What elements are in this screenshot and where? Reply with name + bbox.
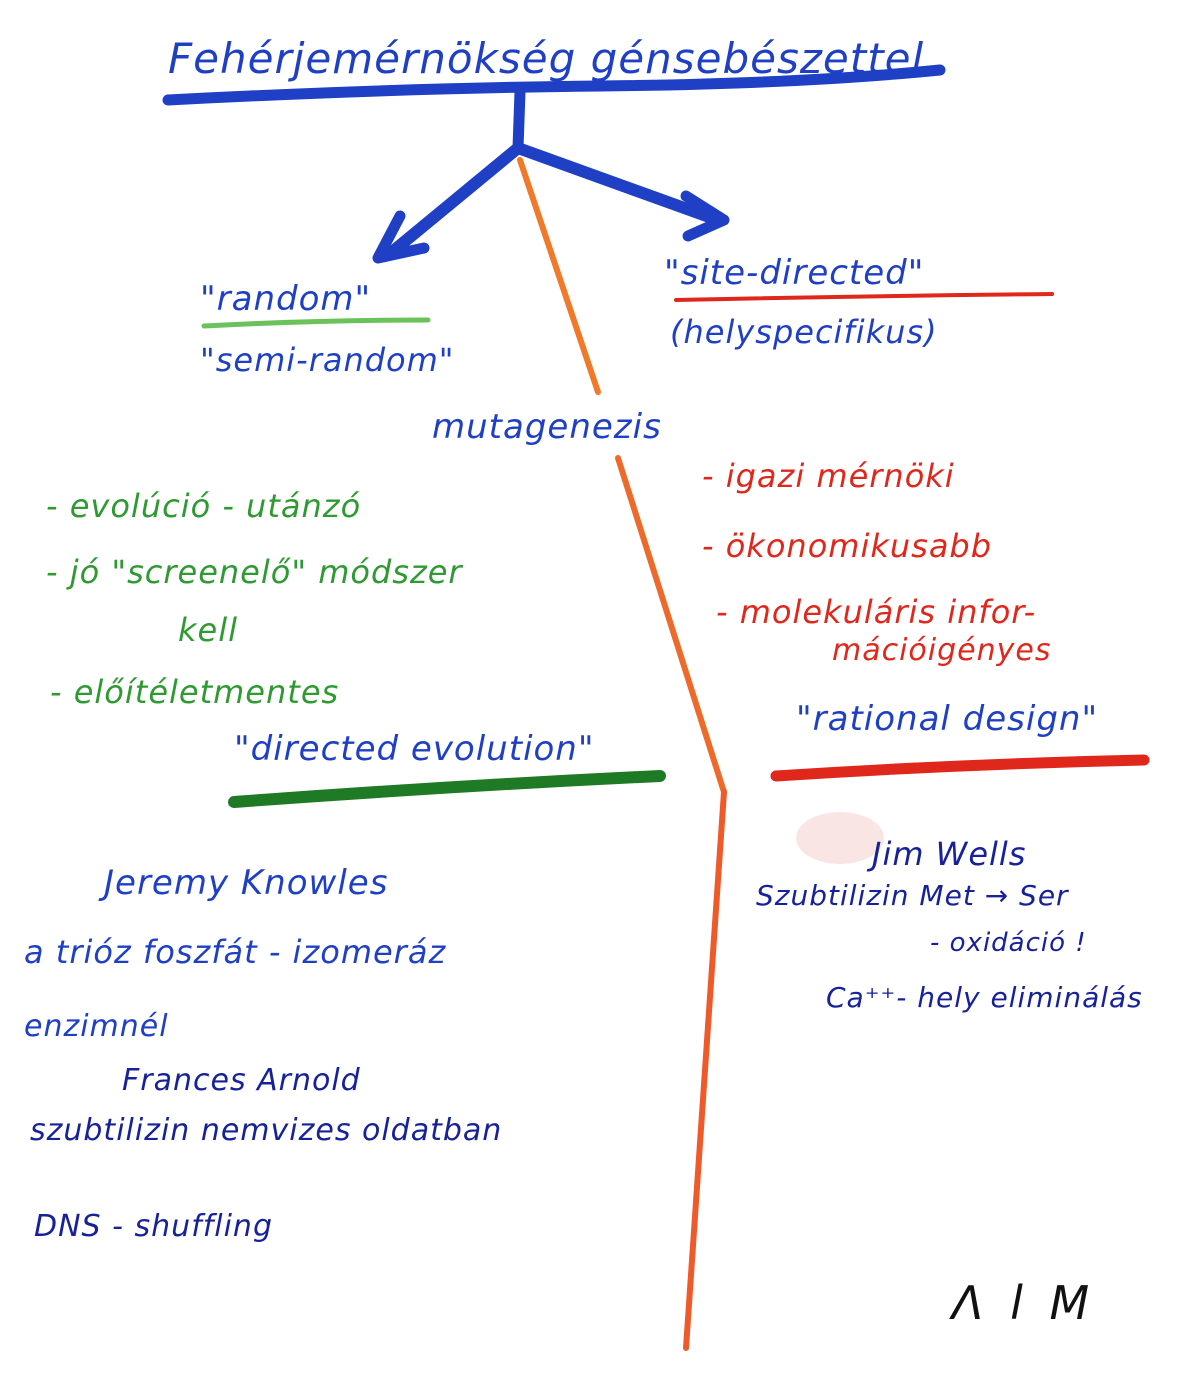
knowles-enzyme: a trióz foszfát - izomeráz: [24, 933, 447, 971]
signature: Λ l M: [952, 1276, 1096, 1330]
divider-middle: [615, 455, 727, 795]
right-point-2: - ökonomikusabb: [702, 527, 993, 565]
wells-oxidation: - oxidáció !: [930, 928, 1087, 958]
page-title: Fehérjemérnökség génsebészettel: [168, 34, 925, 83]
mutagenesis-label: mutagenezis: [432, 407, 662, 447]
divider-upper: [517, 157, 601, 395]
branch-left-arrowhead: [372, 210, 430, 264]
left-point-2-cont: kell: [178, 611, 238, 649]
right-point-3-cont: mációigényes: [832, 633, 1052, 668]
rational-design-label: "rational design": [796, 699, 1099, 739]
wells-calcium: Ca⁺⁺- hely eliminálás: [826, 981, 1143, 1014]
left-point-3: - előítéletmentes: [50, 673, 340, 711]
branch-left-arrow: [386, 142, 524, 258]
right-point-1: - igazi mérnöki: [702, 457, 955, 495]
smudge: [796, 812, 884, 864]
branch-right-arrowhead: [680, 190, 730, 242]
directed-evolution-label: "directed evolution": [234, 729, 595, 769]
site-specific-label: (helyspecifikus): [670, 313, 938, 351]
semi-random-label: "semi-random": [200, 341, 455, 379]
arnold-subtilisin: szubtilizin nemvizes oldatban: [30, 1113, 503, 1148]
knowles-enzyme-cont: enzimnél: [24, 1009, 169, 1044]
rational-design-underline: [770, 754, 1150, 782]
title-underline: [162, 64, 946, 106]
site-directed-underline: [674, 292, 1054, 302]
site-directed-label: "site-directed": [664, 253, 925, 293]
divider-lower: [683, 789, 727, 1351]
dns-shuffling: DNS - shuffling: [34, 1209, 273, 1244]
random-label: "random": [200, 279, 372, 319]
left-point-2: - jó "screenelő" módszer: [46, 553, 463, 591]
knowles-name: Jeremy Knowles: [104, 863, 389, 903]
branch-right-arrow: [512, 142, 718, 224]
left-point-1: - evolúció - utánzó: [46, 487, 362, 525]
right-point-3: - molekuláris infor-: [716, 593, 1037, 631]
branch-stem: [512, 86, 526, 154]
wells-subtilisin: Szubtilizin Met → Ser: [756, 879, 1069, 912]
arnold-name: Frances Arnold: [122, 1063, 361, 1098]
wells-name: Jim Wells: [872, 835, 1027, 873]
random-underline: [201, 317, 431, 329]
directed-evolution-underline: [228, 770, 666, 808]
